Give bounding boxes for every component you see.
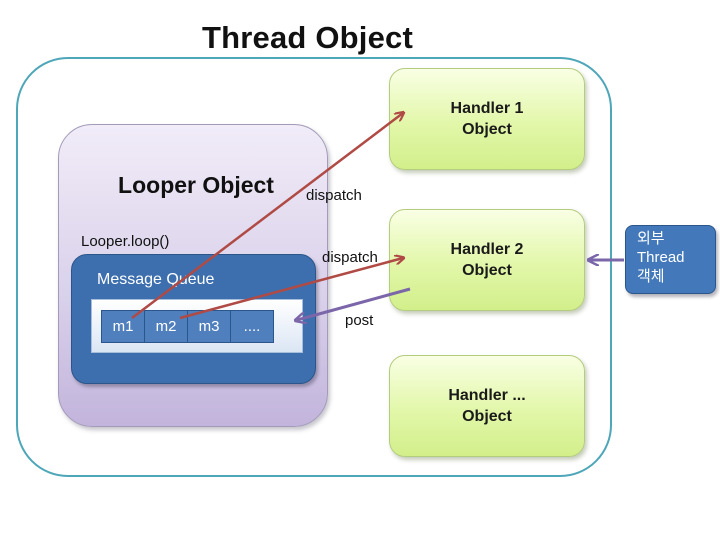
- diagram-title: Thread Object: [201, 20, 414, 55]
- handler-more-object-label: Object: [462, 408, 512, 425]
- message-queue-items: m1 m2 m3 ....: [101, 310, 274, 343]
- post-label: post: [345, 312, 374, 329]
- external-thread-object-box: 외부 Thread 객체: [625, 225, 716, 294]
- handler-1-object-box: Handler 1 Object: [389, 68, 585, 170]
- looper-loop-label: Looper.loop(): [81, 233, 170, 250]
- looper-object-title: Looper Object: [118, 172, 274, 198]
- message-item-m2: m2: [144, 310, 188, 343]
- dispatch-label-1: dispatch: [306, 187, 362, 204]
- dispatch-label-2: dispatch: [322, 249, 378, 266]
- message-item-m3: m3: [187, 310, 231, 343]
- handler-1-label: Handler 1: [450, 100, 524, 117]
- handler-1-object-label: Object: [462, 121, 512, 138]
- message-queue-title: Message Queue: [97, 271, 215, 288]
- handler-more-object-box: Handler ... Object: [389, 355, 585, 457]
- handler-2-object-label: Object: [462, 262, 512, 279]
- external-thread-line3: 객체: [637, 268, 665, 285]
- handler-more-label: Handler ...: [448, 387, 526, 404]
- external-thread-line2: Thread: [637, 249, 685, 266]
- message-item-m1: m1: [101, 310, 145, 343]
- external-thread-line1: 외부: [637, 230, 665, 247]
- message-item-ellipsis: ....: [230, 310, 274, 343]
- handler-2-object-box: Handler 2 Object: [389, 209, 585, 311]
- handler-2-label: Handler 2: [450, 241, 524, 258]
